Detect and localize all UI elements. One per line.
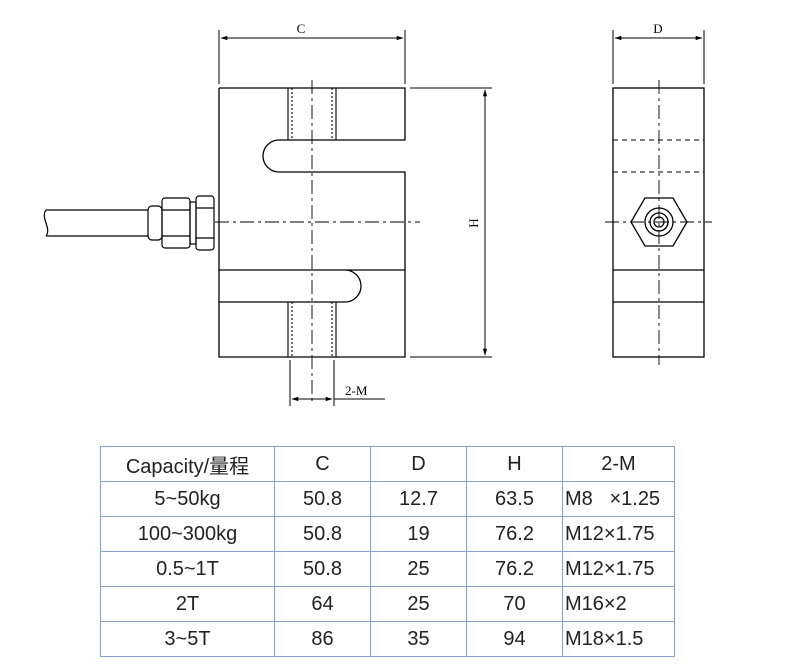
spec-table: Capacity/量程 C D H 2-M 5~50kg 50.8 12.7 6… bbox=[100, 446, 675, 657]
dimension-h bbox=[410, 87, 492, 358]
dimension-d-label: D bbox=[653, 21, 662, 36]
cell-d: 25 bbox=[370, 551, 467, 587]
cell-d: 35 bbox=[370, 621, 467, 657]
cell-capacity: 2T bbox=[100, 586, 275, 622]
dimension-c-label: C bbox=[297, 21, 306, 36]
side-view-center-line bbox=[605, 80, 712, 365]
dimension-c bbox=[218, 30, 406, 84]
header-capacity: Capacity/量程 bbox=[100, 446, 275, 482]
cell-c: 64 bbox=[274, 586, 371, 622]
cell-thread: M18×1.5 bbox=[562, 621, 675, 657]
header-2m: 2-M bbox=[562, 446, 675, 482]
cell-h: 76.2 bbox=[466, 551, 563, 587]
cell-h: 94 bbox=[466, 621, 563, 657]
table-row: 5~50kg 50.8 12.7 63.5 M8 ×1.25 bbox=[100, 481, 675, 517]
header-c: C bbox=[274, 446, 371, 482]
cell-thread: M8 ×1.25 bbox=[562, 481, 675, 517]
header-d: D bbox=[370, 446, 467, 482]
cell-c: 50.8 bbox=[274, 516, 371, 552]
side-view bbox=[612, 87, 705, 358]
dimension-2m-label: 2-M bbox=[345, 383, 368, 398]
technical-drawing: C H 2-M D bbox=[43, 21, 712, 406]
dimension-2m bbox=[289, 360, 385, 406]
table-row: 2T 64 25 70 M16×2 bbox=[100, 586, 675, 622]
side-view-hidden-lines bbox=[613, 139, 704, 173]
cell-thread: M16×2 bbox=[562, 586, 675, 622]
cell-d: 12.7 bbox=[370, 481, 467, 517]
table-row: 0.5~1T 50.8 25 76.2 M12×1.75 bbox=[100, 551, 675, 587]
cell-h: 70 bbox=[466, 586, 563, 622]
dimension-d bbox=[612, 30, 705, 84]
center-lines bbox=[215, 80, 420, 405]
cell-capacity: 5~50kg bbox=[100, 481, 275, 517]
cell-d: 19 bbox=[370, 516, 467, 552]
cell-c: 50.8 bbox=[274, 481, 371, 517]
cable-gland bbox=[43, 195, 215, 251]
table-row: 3~5T 86 35 94 M18×1.5 bbox=[100, 621, 675, 657]
cell-h: 63.5 bbox=[466, 481, 563, 517]
dimension-h-label: H bbox=[466, 218, 481, 227]
cell-capacity: 100~300kg bbox=[100, 516, 275, 552]
cell-d: 25 bbox=[370, 586, 467, 622]
threaded-holes bbox=[287, 88, 337, 357]
cell-capacity: 3~5T bbox=[100, 621, 275, 657]
cell-c: 86 bbox=[274, 621, 371, 657]
side-view-gland-icon bbox=[630, 197, 688, 247]
cell-thread: M12×1.75 bbox=[562, 516, 675, 552]
cell-c: 50.8 bbox=[274, 551, 371, 587]
front-view bbox=[218, 87, 406, 358]
cell-thread: M12×1.75 bbox=[562, 551, 675, 587]
table-header-row: Capacity/量程 C D H 2-M bbox=[100, 446, 675, 482]
cell-h: 76.2 bbox=[466, 516, 563, 552]
cell-capacity: 0.5~1T bbox=[100, 551, 275, 587]
header-h: H bbox=[466, 446, 563, 482]
table-row: 100~300kg 50.8 19 76.2 M12×1.75 bbox=[100, 516, 675, 552]
